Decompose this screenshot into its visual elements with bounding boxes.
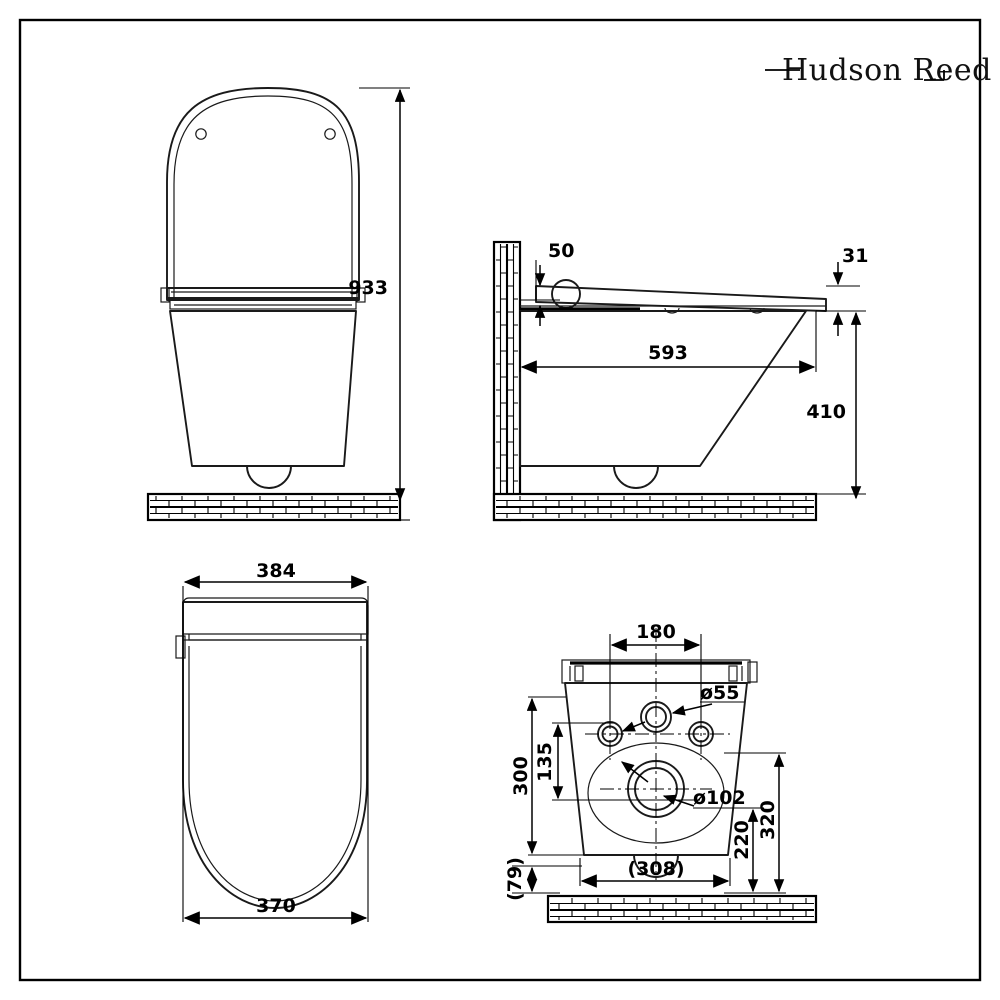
dimension-rear-220: 220: [718, 807, 759, 894]
dimension-220-label: 220: [731, 820, 753, 860]
dimension-side-31: 31: [826, 245, 868, 336]
dimension-rear-308: (308): [579, 858, 731, 888]
brand-logo: Hudson Reed: [765, 53, 992, 88]
front-outlet-bump: [246, 465, 292, 489]
front-elevation-view: 933: [146, 87, 410, 522]
sheet-border: [18, 18, 982, 982]
side-elevation-view: 50 31 593 410: [492, 240, 868, 522]
plan-outer-outline: [182, 601, 368, 909]
dimension-320-label: 320: [757, 800, 779, 840]
rear-body-outline: [564, 682, 748, 856]
top-plan-view: 384 370: [175, 560, 369, 925]
dimension-rear-300: 300: [510, 696, 584, 856]
dimension-side-50: 50: [520, 240, 574, 326]
dimension-side-410: 410: [806, 310, 866, 500]
front-bowl-outline: [169, 310, 357, 467]
dimension-79-label: (79): [504, 857, 526, 901]
side-floor-strip: [492, 492, 818, 522]
rear-pan-ellipse: [587, 742, 725, 844]
plan-lid-band: [182, 597, 369, 635]
side-bowl-outline: [519, 310, 807, 467]
front-lid-inner: [173, 95, 353, 297]
dimension-rear-135: 135: [534, 722, 700, 801]
dimension-front-height: 933: [348, 87, 410, 521]
logo-text: Hudson Reed: [782, 53, 992, 88]
plan-hinge-tab: [175, 635, 186, 659]
leader-rear-dia102: ø102: [620, 761, 764, 809]
dimension-plan-370: 370: [183, 895, 368, 925]
rear-top-rim: [561, 659, 758, 684]
leader-rear-dia55: ø55: [621, 682, 744, 732]
dimension-593-label: 593: [648, 342, 688, 364]
dimension-384-label: 384: [256, 560, 296, 582]
dimension-410-label: 410: [806, 401, 846, 423]
dimension-rear-180: 180: [609, 621, 702, 720]
dimension-31-label: 31: [842, 245, 868, 267]
dimension-rear-79: (79): [504, 857, 582, 901]
rear-elevation-view: 180 ø55 ø102 300: [504, 621, 818, 924]
side-wall: [492, 240, 522, 522]
front-lid-outline: [166, 87, 360, 301]
dimension-370-label: 370: [256, 895, 296, 917]
dimension-dia55-label: ø55: [700, 682, 740, 704]
dimension-135-label: 135: [534, 742, 556, 782]
dimension-plan-384: 384: [182, 560, 369, 600]
side-outlet-bump: [613, 465, 659, 489]
dimension-180-label: 180: [636, 621, 676, 643]
front-lid-bumper-right: [324, 128, 336, 140]
plan-inner-outline: [188, 646, 362, 902]
dimension-308-label: (308): [627, 858, 684, 880]
dimension-side-593: 593: [519, 311, 817, 374]
dimension-dia102-label: ø102: [693, 787, 746, 809]
side-bumper-rear: [749, 307, 765, 314]
dimension-50-label: 50: [548, 240, 574, 262]
front-lid-bumper-left: [195, 128, 207, 140]
front-floor-strip: [146, 492, 402, 522]
dimension-933-label: 933: [348, 277, 388, 299]
dimension-300-label: 300: [510, 756, 532, 796]
logo-rule-right: [924, 70, 945, 81]
plan-lid-band-lower: [188, 634, 362, 641]
rear-floor-strip: [546, 894, 818, 924]
side-bumper-front: [664, 307, 680, 314]
front-seat-band: [160, 287, 366, 310]
side-bowl-taper: [699, 310, 807, 467]
